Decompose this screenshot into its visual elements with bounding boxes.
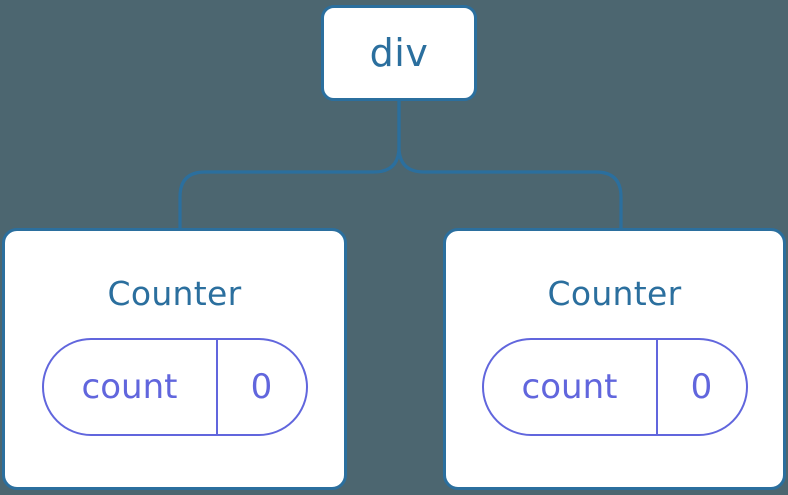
state-key-cell: count	[44, 340, 218, 434]
edge-root-to-child-1	[178, 99, 401, 233]
state-value-cell: 0	[218, 340, 306, 434]
state-value-label: 0	[250, 367, 273, 407]
child-node-title: Counter	[107, 274, 242, 313]
child-node-title: Counter	[547, 274, 682, 313]
node-root-div[interactable]: div	[321, 5, 477, 101]
state-key-label: count	[521, 367, 618, 407]
state-pill-count-1[interactable]: count 0	[41, 338, 308, 436]
state-pill-count-2[interactable]: count 0	[481, 338, 748, 436]
state-value-cell: 0	[658, 340, 746, 434]
root-node-label: div	[369, 31, 429, 75]
edge-root-to-child-2	[397, 99, 623, 233]
state-key-label: count	[81, 367, 178, 407]
state-value-label: 0	[690, 367, 713, 407]
state-key-cell: count	[484, 340, 658, 434]
node-child-counter-2[interactable]: Counter count 0	[443, 228, 786, 490]
node-child-counter-1[interactable]: Counter count 0	[2, 228, 347, 490]
